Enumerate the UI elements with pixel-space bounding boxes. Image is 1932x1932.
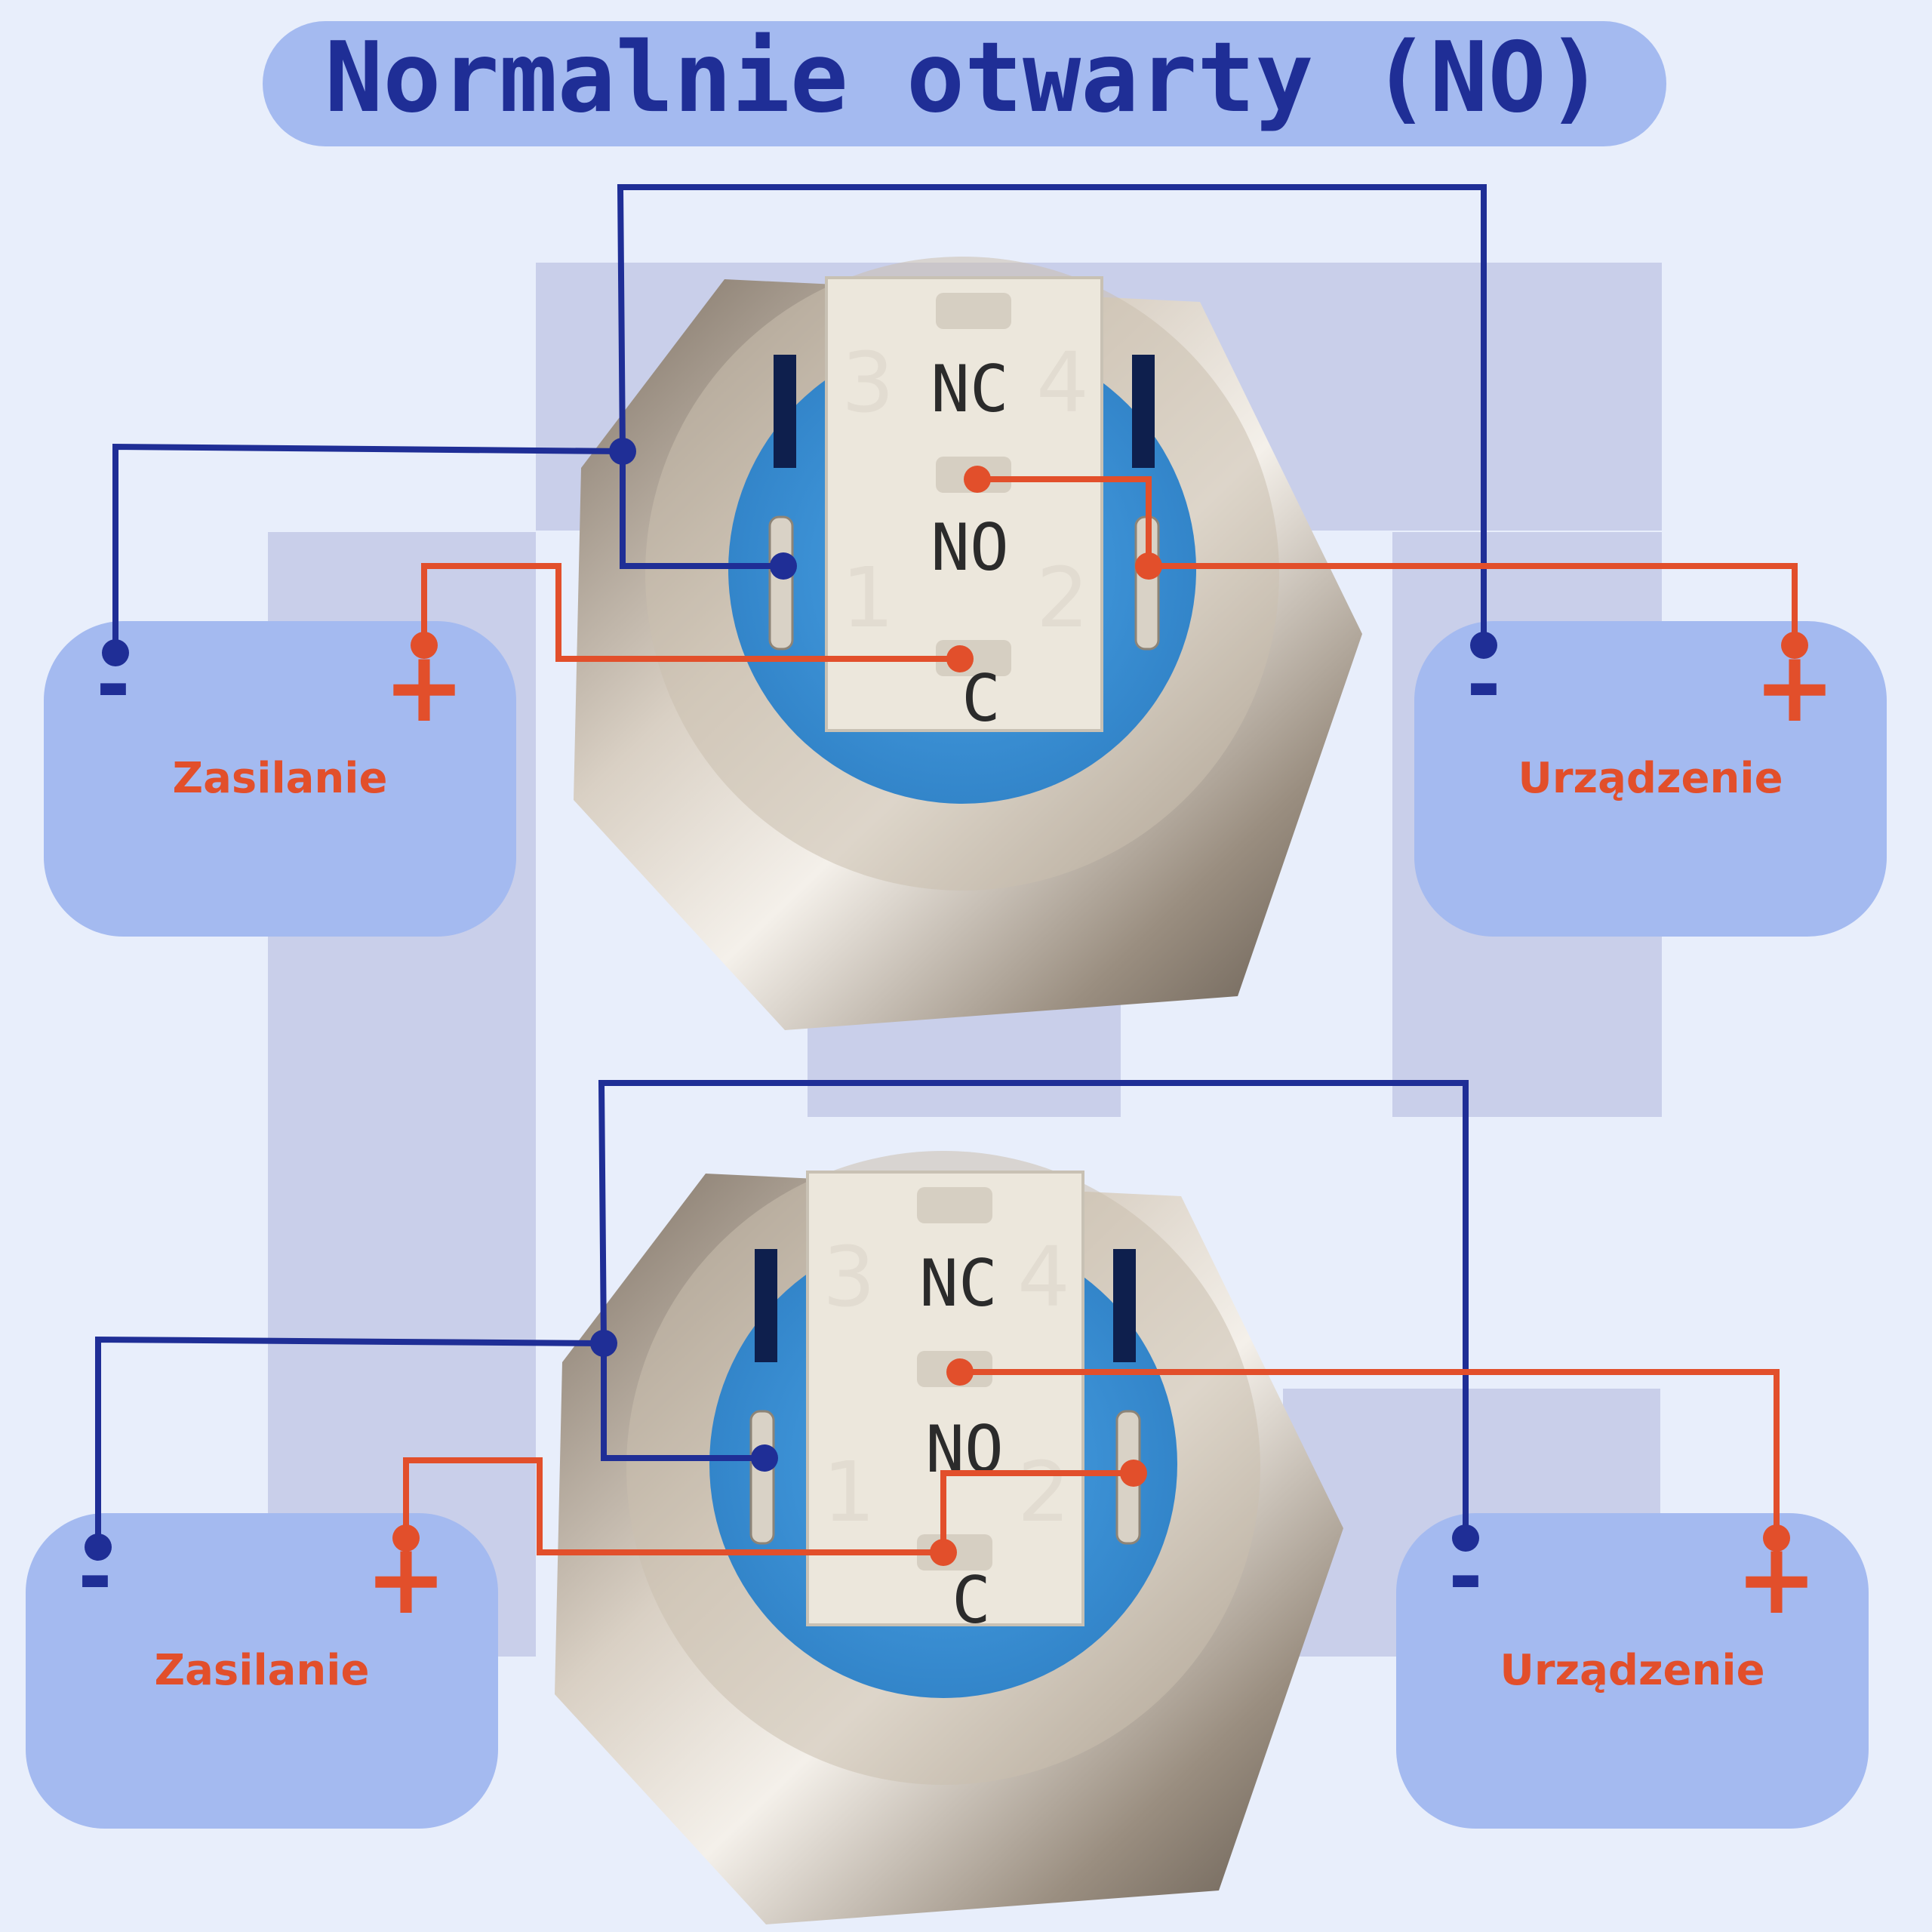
terminal-dot [1763,1524,1790,1552]
power-supply-box [44,621,516,937]
wire-positive-common [403,1457,943,1555]
device-box [1396,1513,1869,1829]
terminal-dot [85,1534,112,1561]
junction-dot [609,438,636,465]
pin-lug-left-1 [768,515,794,651]
pin-number-2: 2 [1017,1444,1070,1540]
pin-tab-nc-1 [936,293,1011,329]
terminal-dot [1470,632,1497,659]
title-pill [263,21,1666,146]
pin-dot [930,1539,957,1566]
wire-dots-1 [102,438,1808,672]
power-supply-label: Zasilanie [173,754,388,803]
wire-positive-common [421,563,960,662]
wire-negative-device [617,184,1487,645]
wire-negative-pin [620,451,783,569]
junction-dot [590,1330,617,1357]
wire-negative-pin [601,1343,764,1461]
wire-dots-2 [85,1330,1790,1566]
pin-dot [1120,1460,1147,1487]
diagram-1: 3 4 1 2 NC NO C - + Zasilanie - + Urządz… [44,184,1887,1030]
right-box-1: - + Urządzenie [1414,621,1887,937]
switch-2: 3 4 1 2 NC NO C [555,1151,1343,1924]
pin-dot [946,645,974,672]
slot-left-2 [755,1249,777,1362]
pin-number-3: 3 [841,334,894,431]
pin-number-2: 2 [1036,549,1089,646]
power-supply-box [26,1513,498,1829]
pin-dot [946,1358,974,1386]
slot-right-1 [1132,355,1155,468]
pin-label-nc: NC [931,352,1009,427]
pin-number-1: 1 [823,1444,875,1540]
device-box [1414,621,1887,937]
wire-negative-supply [95,1336,605,1547]
pin-label-c: C [952,1563,991,1638]
pin-label-c: C [961,661,1001,737]
power-supply-label: Zasilanie [155,1646,370,1695]
slot-right-2 [1113,1249,1136,1362]
terminal-dot [411,632,438,659]
pin-number-4: 4 [1017,1229,1070,1325]
pin-label-nc: NC [919,1246,998,1321]
terminal-dot [392,1524,420,1552]
pin-dot [1135,552,1162,580]
wire-positive-no [960,1369,1780,1538]
wire-negative-device [598,1080,1469,1538]
page-title: Normalnie otwarty (NO) [325,22,1604,134]
title-banner: Normalnie otwarty (NO) [263,21,1666,146]
terminal-dot [1781,632,1808,659]
slot-left-1 [774,355,796,468]
left-box-1: - + Zasilanie [44,621,516,937]
terminal-dot [1452,1524,1479,1552]
device-label: Urządzenie [1518,754,1783,803]
pin-label-no: NO [931,510,1009,586]
pin-dot [770,552,797,580]
wire-bridge-common [940,1470,1134,1552]
pin-lug-left-2 [749,1410,775,1545]
wire-negative-supply [112,443,623,653]
pin-dot [751,1444,778,1472]
diagram-2: 3 4 1 2 NC NO C - + Zasilanie - + Urządz… [26,1080,1869,1924]
wires-2 [95,1080,1780,1555]
pin-dot [964,466,991,493]
right-box-2: - + Urządzenie [1396,1513,1869,1829]
pin-number-4: 4 [1036,334,1089,431]
device-label: Urządzenie [1500,1646,1764,1695]
terminal-dot [102,639,129,666]
pin-number-1: 1 [841,549,894,646]
pin-number-3: 3 [823,1229,875,1325]
pin-tab-nc-2 [917,1187,992,1223]
